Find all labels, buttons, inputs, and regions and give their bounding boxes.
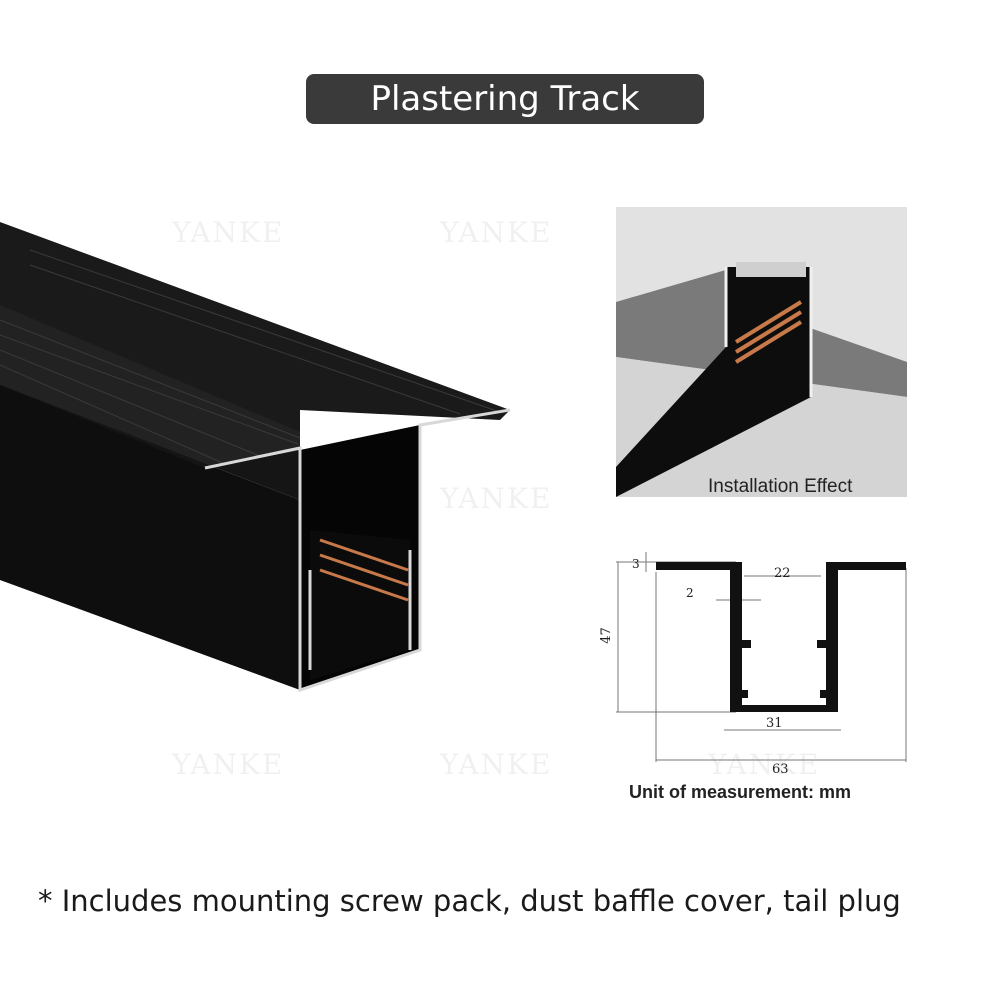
dimension-height: 47 — [598, 627, 614, 644]
dimension-bottom: 31 — [766, 716, 783, 731]
watermark: YANKE — [172, 748, 285, 781]
footnote: * Includes mounting screw pack, dust baf… — [38, 884, 901, 918]
watermark: YANKE — [440, 748, 553, 781]
watermark: YANKE — [440, 216, 553, 249]
watermark: YANKE — [708, 748, 821, 781]
watermark: YANKE — [172, 216, 285, 249]
dimension-top: 3 — [632, 557, 640, 571]
cross-section-drawing — [616, 552, 907, 762]
track-product-image — [0, 222, 511, 693]
installation-effect-caption: Installation Effect — [708, 476, 853, 497]
dimension-wall: 2 — [686, 586, 694, 600]
dimension-opening: 22 — [774, 566, 791, 581]
installation-effect-image — [616, 207, 907, 497]
unit-note: Unit of measurement: mm — [629, 782, 852, 802]
watermark: YANKE — [440, 482, 553, 515]
page-title: Plastering Track — [306, 74, 704, 124]
dimension-total: 63 — [772, 762, 789, 777]
